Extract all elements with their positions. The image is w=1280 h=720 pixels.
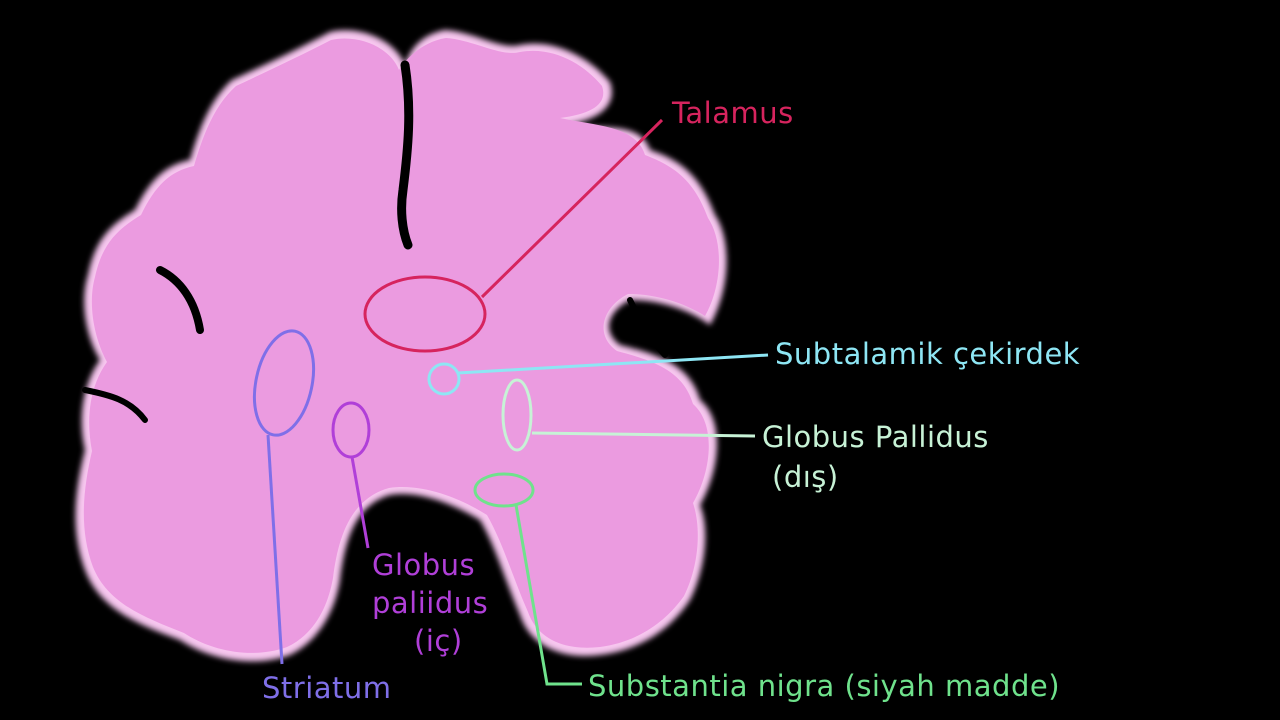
globus-pallidus-ic-leader-line	[350, 456, 370, 549]
talamus-label: Talamus	[671, 96, 794, 130]
substantia-nigra-leader-line	[514, 504, 582, 686]
striatum-outline	[252, 329, 316, 437]
sulcus-left-low	[82, 387, 148, 423]
substantia-nigra-label: Substantia nigra (siyah madde)	[588, 669, 1060, 703]
talamus-outline	[363, 275, 487, 353]
globus-pallidus-dis-outline	[501, 378, 533, 452]
subtalamik-label: Subtalamik çekirdek	[775, 337, 1080, 371]
globus-pallidus-ic-label-line2: paliidus	[372, 586, 488, 620]
globus-pallidus-ic-label-line3: (iç)	[414, 624, 463, 658]
globus-pallidus-dis-label-line2: (dış)	[772, 460, 839, 494]
globus-pallidus-ic-label-line1: Globus	[372, 548, 475, 582]
striatum-label: Striatum	[262, 671, 392, 705]
sulcus-top	[397, 60, 414, 250]
globus-pallidus-dis-leader-line	[531, 431, 756, 438]
sulcus-left	[156, 266, 204, 334]
brain-section	[83, 38, 719, 653]
subtalamik-leader-line	[457, 353, 769, 375]
subtalamik-outline	[427, 362, 461, 396]
striatum-leader-line	[266, 434, 284, 665]
talamus-leader-line	[480, 118, 664, 299]
sulcus-right	[627, 297, 668, 358]
globus-pallidus-ic-outline	[331, 401, 371, 459]
globus-pallidus-dis-label-line1: Globus Pallidus	[762, 420, 989, 454]
substantia-nigra-outline	[473, 472, 535, 508]
